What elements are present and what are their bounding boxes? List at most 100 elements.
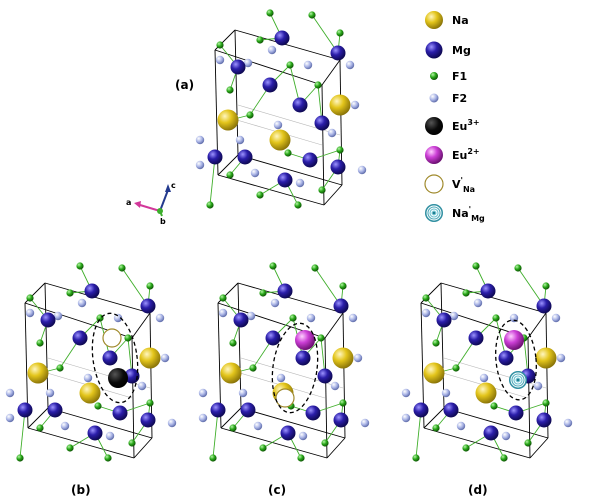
mg-atom	[314, 115, 330, 131]
f1-atom	[542, 399, 550, 407]
cell-edge	[27, 407, 49, 429]
eu3-ion	[108, 368, 128, 388]
mg-atom	[480, 283, 496, 299]
f2-atom	[303, 60, 313, 70]
f2-atom	[348, 313, 358, 323]
mg-atom	[536, 298, 552, 314]
mg-atom	[483, 425, 499, 441]
f1-atom	[256, 191, 264, 199]
mg-atom	[17, 402, 33, 418]
mg-atom	[233, 312, 249, 328]
f2-atom	[243, 58, 253, 68]
f1-atom	[36, 339, 44, 347]
mg-atom	[237, 149, 253, 165]
f1-atom	[542, 282, 550, 290]
f1-atom	[318, 186, 326, 194]
na-atom	[329, 94, 351, 116]
cell-edge	[214, 49, 323, 86]
panel-a-structure	[195, 9, 367, 209]
mg-atom	[84, 283, 100, 299]
f1-atom	[76, 262, 84, 270]
f1-atom	[26, 294, 34, 302]
f2-atom	[77, 298, 87, 308]
f1-atom	[284, 149, 292, 157]
cell-edge	[220, 427, 328, 459]
f2-atom	[105, 431, 115, 441]
f2-atom	[198, 388, 208, 398]
f2-atom	[60, 421, 70, 431]
f2-atom	[160, 353, 170, 363]
f1-atom	[297, 454, 305, 462]
f2-atom	[270, 298, 280, 308]
legend-f2-text: F2	[452, 92, 467, 105]
panel-c-label: (c)	[268, 483, 286, 497]
mg-f-bond	[314, 267, 342, 307]
mg-atom	[230, 59, 246, 75]
cell-edge	[323, 184, 343, 206]
cell-edge	[321, 84, 325, 206]
legend-f1-text: F1	[452, 70, 467, 83]
f2-atom	[218, 308, 228, 318]
legend-na-text: Na	[452, 14, 469, 27]
legend-na-symbol	[425, 11, 443, 29]
mg-atom	[210, 402, 226, 418]
f2-atom	[53, 311, 63, 321]
mg-atom	[140, 298, 156, 314]
cell-edge	[217, 174, 325, 206]
axis-c-arrowhead	[165, 184, 171, 192]
f2-atom	[479, 373, 489, 383]
mg-atom	[330, 159, 346, 175]
cell-edge	[527, 312, 547, 339]
f1-atom	[229, 339, 237, 347]
mg-atom	[468, 330, 484, 346]
cell-edge	[234, 29, 341, 61]
legend-eu3-symbol	[425, 117, 443, 135]
f2-atom	[155, 313, 165, 323]
legend-namg-symbol	[425, 204, 443, 222]
axis-triad: c a b	[126, 181, 176, 226]
na-atom	[535, 347, 557, 369]
f1-atom	[286, 61, 294, 69]
na-atom	[79, 382, 101, 404]
f1-atom	[66, 289, 74, 297]
mg-atom	[47, 402, 63, 418]
cell-edge	[423, 427, 531, 459]
mg-atom	[508, 405, 524, 421]
f2-atom	[25, 308, 35, 318]
f2-atom	[5, 413, 15, 423]
panel-d-structure	[401, 262, 573, 462]
f1-atom	[229, 424, 237, 432]
legend-f1-label: F1	[452, 70, 467, 83]
f2-atom	[449, 311, 459, 321]
mg-atom	[443, 402, 459, 418]
cell-edge	[237, 282, 344, 314]
legend-vna-symbol	[424, 174, 444, 194]
f1-atom	[104, 454, 112, 462]
f1-atom	[289, 314, 297, 322]
mg-atom	[333, 412, 349, 428]
mg-f-bond	[415, 409, 422, 459]
f1-atom	[432, 424, 440, 432]
cell-edge	[321, 59, 341, 86]
mg-atom	[87, 425, 103, 441]
legend-f2-symbol	[429, 93, 439, 103]
na-atom	[139, 347, 161, 369]
f2-atom	[195, 135, 205, 145]
na-vacancy	[102, 328, 122, 348]
f1-atom	[311, 264, 319, 272]
f1-atom	[492, 314, 500, 322]
mg-f-bond	[311, 14, 339, 54]
f1-atom	[226, 171, 234, 179]
cell-edge	[326, 437, 346, 459]
mg-atom	[40, 312, 56, 328]
mg-atom	[274, 30, 290, 46]
f1-atom	[56, 364, 64, 372]
mg-atom	[277, 283, 293, 299]
mg-atom	[330, 45, 346, 61]
f2-atom	[113, 313, 123, 323]
cell-edge	[217, 154, 239, 176]
legend-mg-label: Mg	[452, 44, 471, 57]
f1-atom	[219, 294, 227, 302]
f2-atom	[357, 165, 367, 175]
